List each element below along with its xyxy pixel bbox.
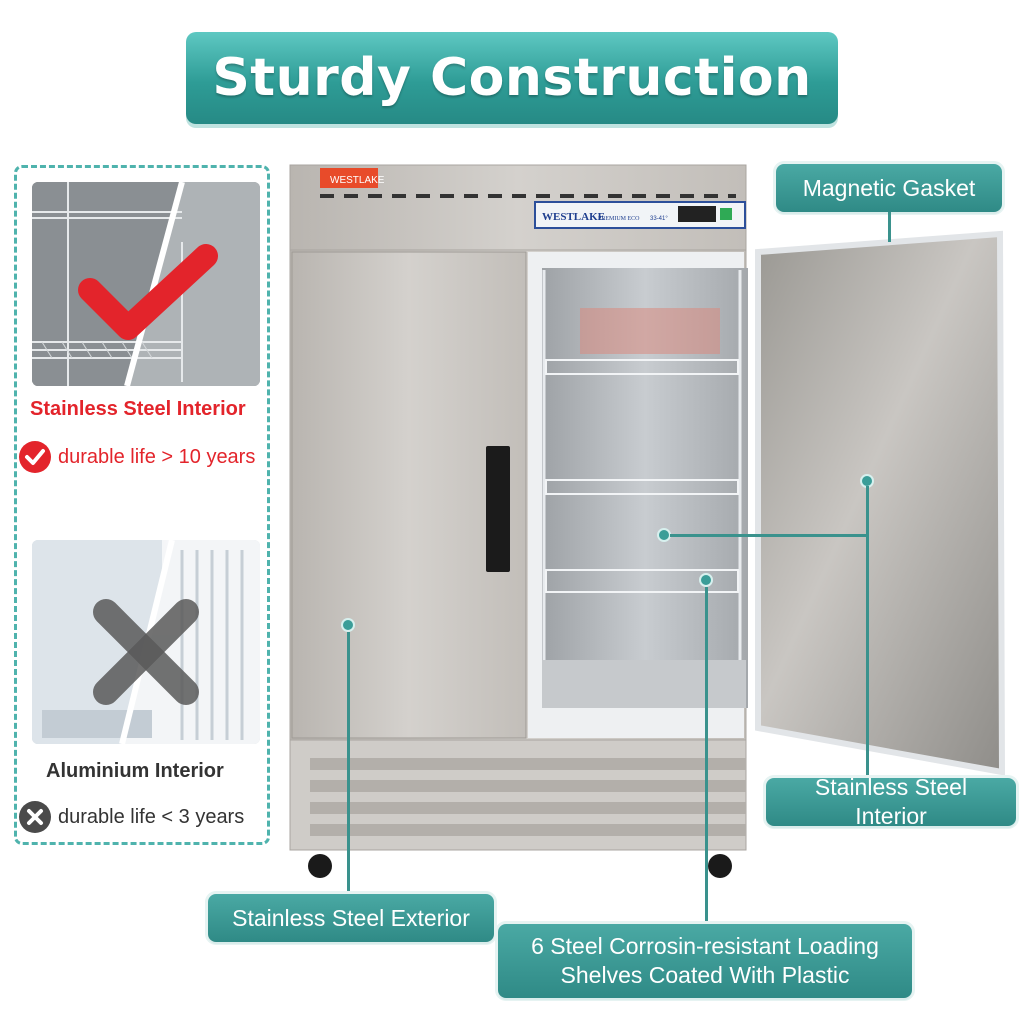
shelves-label-line1: 6 Steel Corrosin-resistant Loading	[531, 933, 879, 960]
check-mark-icon	[78, 244, 218, 340]
page-title: Sturdy Construction	[212, 48, 812, 108]
exterior-leader	[347, 632, 350, 894]
cabinet-interior-marker	[657, 528, 671, 542]
refrigerator-illustration: WESTLAKE WESTLAKE PREMIUM ECO 33-41°	[289, 164, 1006, 878]
shelves-callout: 6 Steel Corrosin-resistant Loading Shelv…	[498, 924, 912, 998]
good-life-text: durable life > 10 years	[58, 445, 256, 468]
stainless-interior-callout: Stainless Steel Interior	[766, 774, 1016, 829]
nameplate-temp: 33-41°	[650, 216, 668, 222]
stainless-exterior-label: Stainless Steel Exterior	[232, 904, 470, 931]
shelf-leader	[705, 587, 708, 923]
caster-right	[708, 854, 732, 878]
x-mark-icon	[93, 599, 199, 705]
caster-left	[308, 854, 332, 878]
magnetic-gasket-leader	[888, 212, 891, 242]
power-switch	[720, 208, 732, 220]
brand-logo-text: WESTLAKE	[330, 175, 385, 186]
shelf-marker	[699, 573, 713, 587]
check-circle-icon	[19, 441, 51, 473]
bad-material-caption: Aluminium Interior	[46, 760, 224, 782]
x-circle-icon	[19, 801, 51, 833]
brand-logo-plate	[320, 168, 378, 188]
stainless-interior-label: Stainless Steel Interior	[814, 774, 968, 829]
stainless-exterior-callout: Stainless Steel Exterior	[208, 894, 494, 942]
bad-life-row: durable life < 3 years	[18, 800, 244, 834]
aluminium-wall-illustration	[32, 540, 260, 744]
thermostat-display	[678, 206, 716, 222]
shelves-label-line2: Shelves Coated With Plastic	[560, 962, 850, 988]
magnetic-gasket-callout: Magnetic Gasket	[776, 164, 1002, 212]
door-handle	[486, 446, 510, 572]
stainless-interior-photo	[32, 182, 260, 386]
interior-leader-horizontal	[670, 534, 867, 537]
interior-leader-vertical	[866, 486, 869, 778]
aluminium-interior-photo	[32, 540, 260, 744]
good-material-caption: Stainless Steel Interior	[30, 398, 246, 420]
magnetic-gasket-label: Magnetic Gasket	[802, 174, 976, 201]
good-life-row: durable life > 10 years	[18, 440, 255, 474]
open-door	[755, 230, 1006, 776]
nameplate-brand: WESTLAKE	[542, 211, 605, 223]
stainless-shelf-illustration	[32, 182, 260, 386]
exterior-marker	[341, 618, 355, 632]
title-banner: Sturdy Construction	[186, 32, 838, 124]
nameplate-model: PREMIUM ECO	[598, 216, 640, 222]
comparison-panel	[14, 165, 270, 845]
bad-life-text: durable life < 3 years	[58, 805, 245, 828]
